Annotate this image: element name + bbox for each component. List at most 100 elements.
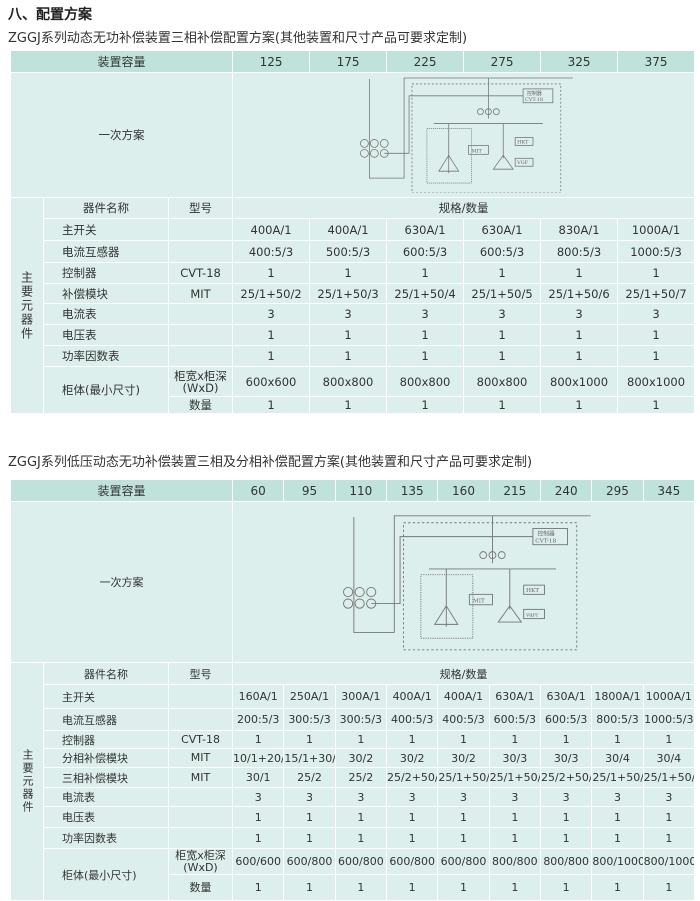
spec-value: 25/2	[283, 767, 336, 788]
spec-value: 30/1	[232, 767, 285, 788]
component-type	[167, 240, 234, 263]
spec-value: 1	[540, 262, 619, 284]
capacity-label: 装置容量	[9, 50, 234, 73]
spec-value: 25/2+50/1	[386, 767, 439, 788]
spec-value: 400A/1	[232, 218, 311, 241]
component-type	[167, 218, 234, 241]
spec-value: 1	[642, 827, 695, 849]
spec-value: 630A/1	[463, 218, 542, 241]
component-name: 分相补偿模块	[43, 748, 169, 768]
spec-value: 800/1000	[642, 848, 695, 875]
spec-value: 400A/1	[386, 684, 439, 709]
spec-value: 1	[463, 262, 542, 284]
spec-value: 1	[591, 730, 644, 749]
spec-value: 800/800	[488, 848, 542, 875]
side-label: 主要元器件	[10, 662, 44, 901]
spec-value: 1	[539, 874, 593, 901]
capacity-value: 215	[488, 479, 542, 502]
spec-value: 1	[617, 396, 696, 414]
spec-value: 1	[463, 396, 542, 414]
capacity-value: 110	[334, 479, 388, 502]
spec-value: 3	[309, 303, 388, 325]
spec-value: 1	[283, 874, 336, 901]
component-name: 控制器	[43, 262, 169, 284]
spec-value: 30/4	[642, 748, 695, 768]
spec-value: 800x800	[309, 366, 388, 397]
table1-title: ZGGJ系列动态无功补偿装置三相补偿配置方案(其他装置和尺寸产品可要求定制)	[8, 31, 468, 46]
component-type: MIT	[167, 748, 234, 768]
capacity-value: 135	[386, 479, 439, 502]
spec-value: 1	[232, 324, 311, 346]
spec-value: 1	[283, 827, 336, 849]
spec-header: 规格/数量	[232, 197, 696, 219]
spec-value: 400A/1	[437, 684, 490, 709]
spec-value: 3	[488, 787, 542, 807]
spec-value: 250A/1	[283, 684, 336, 709]
diagram-label-controller: 控制器	[527, 90, 542, 97]
spec-value: 3	[540, 303, 619, 325]
spec-value: 1	[617, 345, 696, 367]
spec-value: 30/4	[591, 748, 644, 768]
component-name: 电压表	[43, 806, 169, 828]
spec-value: 25/1+50/2	[488, 767, 542, 788]
component-type	[167, 303, 234, 325]
column-header-row: 主要元器件器件名称型号规格/数量	[10, 662, 695, 901]
name-header: 器件名称	[43, 197, 169, 219]
capacity-value: 225	[386, 50, 465, 73]
table2-title: ZGGJ系列低压动态无功补偿装置三相及分相补偿配置方案(其他装置和尺寸产品可要求…	[8, 455, 533, 470]
spec-value: 1	[232, 396, 311, 414]
spec-value: 800x800	[463, 366, 542, 397]
spec-value: 1	[309, 324, 388, 346]
spec-value: 25/2	[334, 767, 388, 788]
spec-value: 30/2	[437, 748, 490, 768]
spec-value: 600/800	[334, 848, 388, 875]
spec-value: 1	[539, 806, 593, 828]
spec-value: 1	[488, 806, 542, 828]
spec-value: 1	[437, 874, 490, 901]
spec-value: 1	[386, 345, 465, 367]
spec-value: 600:5/3	[488, 708, 542, 731]
spec-value: 1	[334, 874, 388, 901]
spec-value: 3	[283, 787, 336, 807]
spec-value: 1000:5/3	[642, 708, 695, 731]
capacity-value: 95	[283, 479, 336, 502]
spec-value: 1	[232, 874, 285, 901]
component-name: 柜体(最小尺寸)	[43, 366, 169, 414]
spec-value: 1	[232, 806, 285, 828]
spec-value: 1	[540, 345, 619, 367]
spec-value: 1000A/1	[617, 218, 696, 241]
spec-value: 1	[591, 874, 644, 901]
spec-value: 1	[617, 324, 696, 346]
spec-value: 1	[642, 874, 695, 901]
spec-value: 30/2	[386, 748, 439, 768]
spec-value: 1	[591, 806, 644, 828]
spec-value: 600:5/3	[463, 240, 542, 263]
spec-value: 800/800	[539, 848, 593, 875]
spec-value: 30/2	[334, 748, 388, 768]
capacity-value: 60	[232, 479, 285, 502]
diagram-label-mit: MIT	[471, 148, 482, 154]
spec-value: 1	[591, 827, 644, 849]
spec-value: 1	[642, 730, 695, 749]
spec-value: 800x800	[386, 366, 465, 397]
spec-value: 600:5/3	[386, 240, 465, 263]
spec-value: 300A/1	[334, 684, 388, 709]
spec-value: 3	[386, 303, 465, 325]
spec-value: 1	[539, 730, 593, 749]
spec-value: 800:5/3	[540, 240, 619, 263]
spec-value: 3	[617, 303, 696, 325]
spec-value: 1	[309, 345, 388, 367]
component-name: 电流互感器	[43, 708, 169, 731]
column-header-row: 主要元器件器件名称型号规格/数量	[10, 197, 696, 414]
capacity-value: 325	[540, 50, 619, 73]
